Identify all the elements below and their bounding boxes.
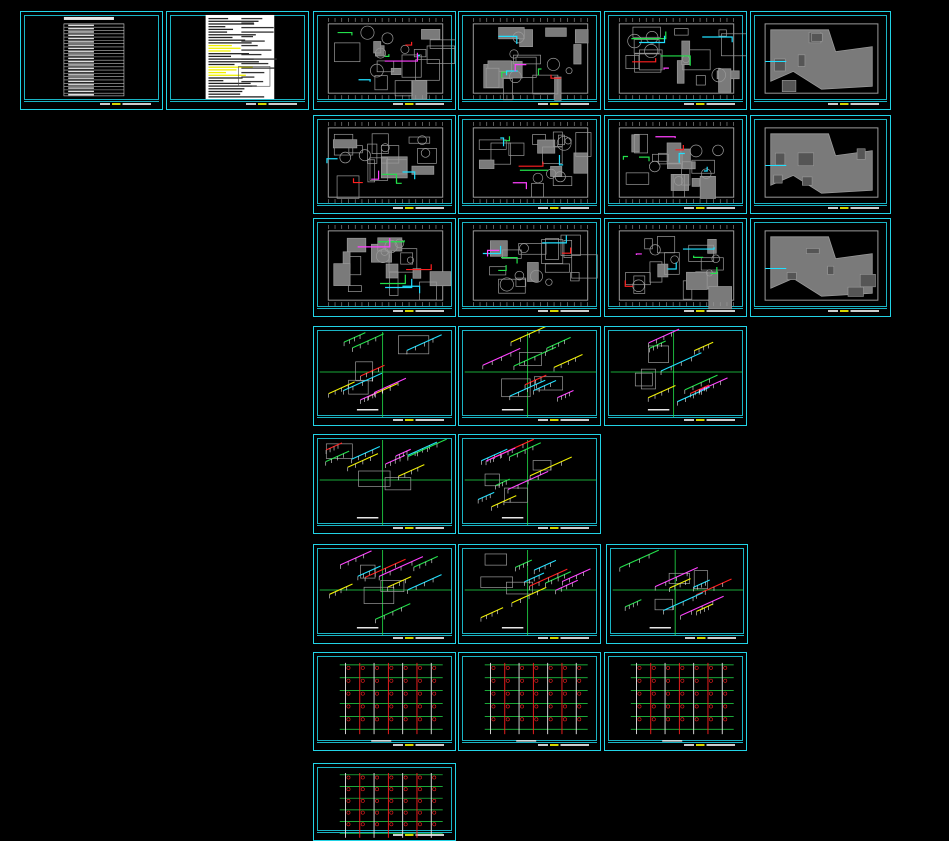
drawing-sheet-plan-7[interactable]	[313, 218, 456, 317]
title-block	[608, 742, 743, 748]
drawing-sheet-roof-3[interactable]	[750, 218, 891, 317]
sheet-border	[462, 548, 597, 634]
drawing-sheet-plan-1[interactable]	[313, 11, 456, 110]
title-block	[24, 101, 159, 107]
sheet-border	[610, 548, 744, 634]
drawing-sheet-detail-4[interactable]	[313, 434, 456, 534]
sheet-drawing	[618, 121, 735, 204]
drawing-sheet-riser-2[interactable]	[458, 652, 601, 751]
sheet-drawing	[472, 121, 592, 204]
sheet-drawing	[484, 662, 588, 742]
sheet-border	[462, 119, 597, 204]
sheet-drawing	[63, 16, 125, 97]
sheet-border	[24, 15, 159, 100]
sheet-drawing	[472, 224, 598, 307]
title-block	[462, 205, 597, 211]
drawing-sheet-roof-2[interactable]	[750, 115, 891, 214]
sheet-border	[317, 767, 452, 831]
title-block	[170, 101, 305, 107]
drawing-sheet-plan-9[interactable]	[604, 218, 747, 317]
drawing-sheet-plan-3[interactable]	[604, 11, 747, 110]
sheet-border	[462, 222, 597, 307]
title-block	[462, 635, 597, 641]
title-block	[462, 417, 597, 423]
sheet-drawing	[339, 662, 443, 742]
sheet-drawing	[464, 438, 597, 525]
drawing-sheet-plan-6[interactable]	[604, 115, 747, 214]
drawing-sheet-roof-1[interactable]	[750, 11, 891, 110]
title-block	[462, 742, 597, 748]
sheet-drawing	[764, 23, 879, 94]
sheet-border	[608, 15, 743, 100]
sheet-drawing	[618, 17, 746, 100]
title-block	[754, 308, 887, 314]
drawing-sheet-riser-3[interactable]	[604, 652, 747, 751]
drawing-sheet-plan-2[interactable]	[458, 11, 601, 110]
sheet-drawing	[327, 224, 452, 307]
sheet-drawing	[612, 549, 744, 635]
sheet-drawing	[618, 224, 735, 310]
drawing-sheet-index-table[interactable]	[20, 11, 163, 110]
sheet-border	[317, 222, 452, 307]
title-block	[317, 635, 452, 641]
sheet-border	[462, 330, 597, 416]
sheet-border	[317, 15, 452, 100]
sheet-border	[317, 548, 452, 634]
drawing-sheet-detail-7[interactable]	[458, 544, 601, 644]
title-block	[608, 308, 743, 314]
sheet-border	[462, 438, 597, 524]
title-block	[608, 205, 743, 211]
drawing-sheet-design-notes[interactable]	[166, 11, 309, 110]
sheet-drawing	[764, 230, 879, 301]
sheet-border	[754, 15, 887, 100]
sheet-drawing	[319, 438, 452, 525]
sheet-drawing	[610, 328, 743, 417]
drawing-sheet-riser-1[interactable]	[313, 652, 456, 751]
title-block	[317, 525, 452, 531]
sheet-border	[317, 119, 452, 204]
drawing-sheet-plan-4[interactable]	[313, 115, 456, 214]
title-block	[608, 101, 743, 107]
title-block	[608, 417, 743, 423]
title-block	[317, 417, 452, 423]
drawing-sheet-detail-2[interactable]	[458, 326, 601, 426]
title-block	[754, 205, 887, 211]
sheet-drawing	[472, 17, 589, 101]
sheet-border	[317, 438, 452, 524]
sheet-border	[462, 15, 597, 100]
title-block	[317, 832, 452, 838]
sheet-drawing	[326, 121, 444, 204]
title-block	[317, 205, 452, 211]
drawing-sheet-detail-3[interactable]	[604, 326, 747, 426]
drawing-sheet-detail-1[interactable]	[313, 326, 456, 426]
sheet-border	[317, 330, 452, 416]
sheet-drawing	[319, 550, 452, 635]
title-block	[317, 308, 452, 314]
sheet-drawing	[764, 127, 879, 198]
sheet-drawing	[205, 14, 277, 100]
title-block	[462, 525, 597, 531]
drawing-sheet-detail-5[interactable]	[458, 434, 601, 534]
drawing-sheet-riser-4[interactable]	[313, 763, 456, 841]
sheet-drawing	[464, 327, 597, 417]
sheet-border	[754, 222, 887, 307]
title-block	[462, 101, 597, 107]
drawing-sheet-detail-6[interactable]	[313, 544, 456, 644]
sheet-border	[754, 119, 887, 204]
sheet-drawing	[319, 332, 452, 417]
sheet-drawing	[327, 17, 455, 100]
title-block	[317, 742, 452, 748]
title-block	[462, 308, 597, 314]
title-block	[317, 101, 452, 107]
drawing-sheet-plan-8[interactable]	[458, 218, 601, 317]
sheet-border	[608, 119, 743, 204]
sheet-border	[608, 222, 743, 307]
title-block	[754, 101, 887, 107]
title-block	[610, 635, 744, 641]
sheet-drawing	[339, 773, 443, 838]
drawing-sheet-plan-5[interactable]	[458, 115, 601, 214]
sheet-drawing	[630, 662, 734, 742]
sheet-drawing	[464, 550, 597, 635]
drawing-sheet-detail-8[interactable]	[606, 544, 748, 644]
